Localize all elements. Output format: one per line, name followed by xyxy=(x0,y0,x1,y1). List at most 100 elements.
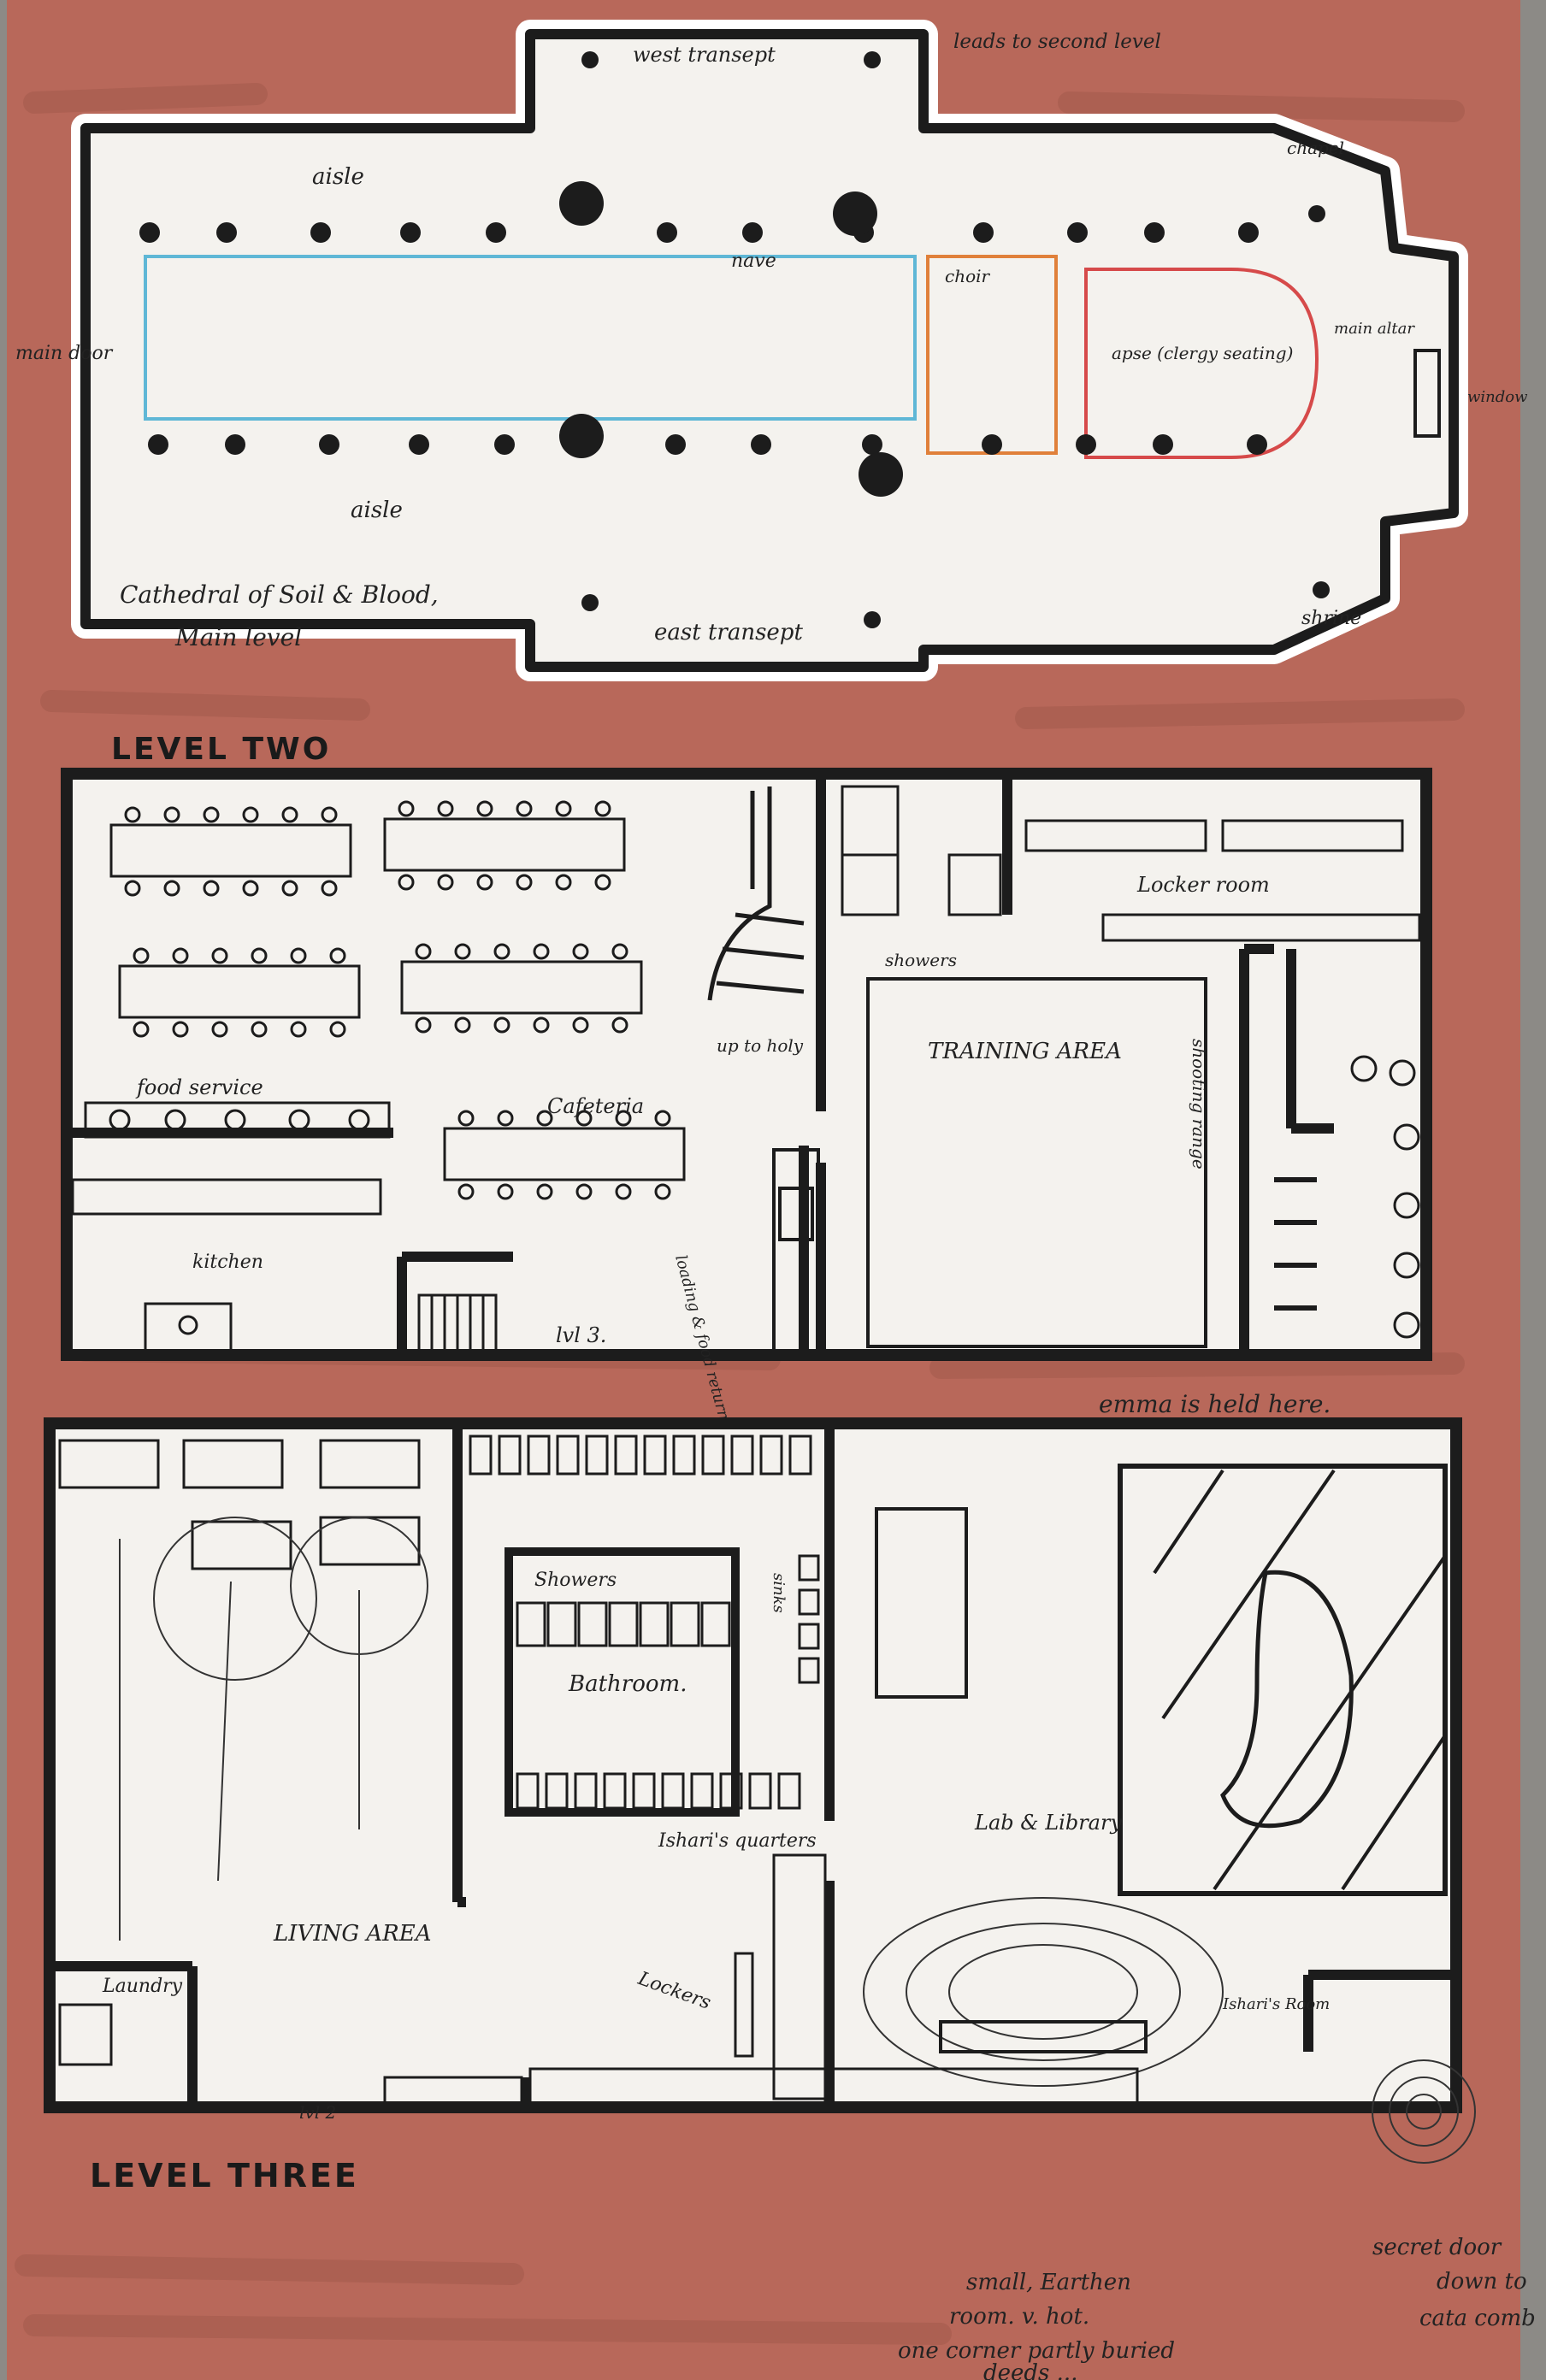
chair xyxy=(321,806,338,823)
pillar-large xyxy=(833,191,877,236)
shooting-lane-targets xyxy=(1350,1055,1420,1339)
toilet xyxy=(788,1434,812,1476)
label-main-door: main door xyxy=(15,343,114,364)
chair xyxy=(398,874,415,891)
note-small-room-2: room. v. hot. xyxy=(949,2304,1089,2330)
bed xyxy=(182,1439,284,1489)
chair xyxy=(611,1016,628,1034)
note-secret-door-3: cata comb xyxy=(1419,2306,1536,2331)
pillars xyxy=(139,51,1330,628)
containment-glass-lines xyxy=(1153,1469,1447,1891)
pillar xyxy=(139,222,160,243)
pillar xyxy=(581,594,599,611)
bed-pendant-lines xyxy=(119,1517,428,1941)
sinks xyxy=(798,1554,820,1684)
label-sinks: sinks xyxy=(770,1573,788,1613)
toilet xyxy=(748,1772,772,1810)
pillar xyxy=(225,434,245,455)
chair xyxy=(251,1021,268,1038)
pillar xyxy=(742,222,763,243)
level-three-walls xyxy=(50,1423,1456,2107)
chair xyxy=(329,1021,346,1038)
pillar xyxy=(486,222,506,243)
pillar-large xyxy=(559,181,604,226)
toilet xyxy=(574,1772,598,1810)
label-kitchen: kitchen xyxy=(192,1252,263,1273)
library-table xyxy=(875,1507,968,1699)
shower-stall xyxy=(516,1601,546,1647)
label-apse: apse (clergy seating) xyxy=(1112,343,1293,363)
chair xyxy=(611,943,628,960)
label-main-altar: main altar xyxy=(1334,320,1415,338)
toilet xyxy=(777,1772,801,1810)
label-chapel: chapel xyxy=(1287,138,1344,158)
chair xyxy=(124,880,141,897)
main-level-plan: west transept leads to second level aisl… xyxy=(15,20,1528,681)
note-small-room-1: small, Earthen xyxy=(966,2270,1131,2295)
label-aisle-top: aisle xyxy=(312,164,364,190)
lockers-strip xyxy=(734,1952,754,2058)
pillar xyxy=(400,222,421,243)
chair xyxy=(476,874,493,891)
pillar xyxy=(1144,222,1165,243)
level-two-title: LEVEL TWO xyxy=(111,732,331,767)
kitchen-fixtures xyxy=(71,1178,382,1352)
isharis-room-rug xyxy=(1372,2059,1476,2164)
chair xyxy=(654,1183,671,1200)
chair xyxy=(575,1183,593,1200)
chair xyxy=(251,947,268,964)
chair xyxy=(281,806,298,823)
side-notes: secret door down to cata comb small, Ear… xyxy=(898,2235,1536,2380)
shower-stall xyxy=(639,1601,670,1647)
pillar xyxy=(657,222,677,243)
chair xyxy=(457,1110,475,1127)
pillar xyxy=(1308,205,1325,222)
toilet xyxy=(585,1434,609,1476)
chair xyxy=(415,1016,432,1034)
chair xyxy=(203,806,220,823)
chair xyxy=(497,1183,514,1200)
chair xyxy=(533,1016,550,1034)
chair xyxy=(516,874,533,891)
chair xyxy=(516,800,533,817)
cafeteria-table xyxy=(443,1127,686,1181)
level-three-plan: Showers sinks Bathroom. LIVING AREA Laun… xyxy=(44,1417,1476,2194)
shower-stall xyxy=(700,1601,731,1647)
caption-line-2: Main level xyxy=(174,623,302,651)
cafeteria-table xyxy=(400,960,643,1015)
chair xyxy=(163,806,180,823)
chair xyxy=(172,947,189,964)
label-lab-library: Lab & Library xyxy=(974,1811,1122,1835)
chair xyxy=(203,880,220,897)
toilet xyxy=(701,1434,725,1476)
bed xyxy=(319,1439,421,1489)
pillar xyxy=(1238,222,1259,243)
chair xyxy=(290,947,307,964)
apse-outline xyxy=(1084,268,1319,459)
chair xyxy=(536,1110,553,1127)
lvl3-stair xyxy=(417,1293,498,1352)
label-aisle-bottom: aisle xyxy=(351,498,403,523)
chair xyxy=(575,1110,593,1127)
toilet xyxy=(730,1434,754,1476)
note-small-room-3: one corner partly buried xyxy=(898,2338,1175,2364)
note-emma: emma is held here. xyxy=(1099,1390,1331,1418)
label-east-transept: east transept xyxy=(654,620,803,645)
label-shrine: shrine xyxy=(1301,608,1361,629)
toilet xyxy=(527,1434,551,1476)
pillar xyxy=(862,434,882,455)
pillar xyxy=(1247,434,1267,455)
chair xyxy=(321,880,338,897)
shower-stall xyxy=(577,1601,608,1647)
chair xyxy=(124,806,141,823)
pillar xyxy=(751,434,771,455)
shower-stall xyxy=(670,1601,700,1647)
label-nave: nave xyxy=(731,250,776,272)
shooting-lane-dividers xyxy=(1274,1177,1317,1311)
chair xyxy=(163,880,180,897)
toilet xyxy=(469,1434,493,1476)
toilet xyxy=(643,1434,667,1476)
label-food-service: food service xyxy=(135,1075,263,1099)
label-lvl2: lvl 2 xyxy=(299,2102,336,2123)
